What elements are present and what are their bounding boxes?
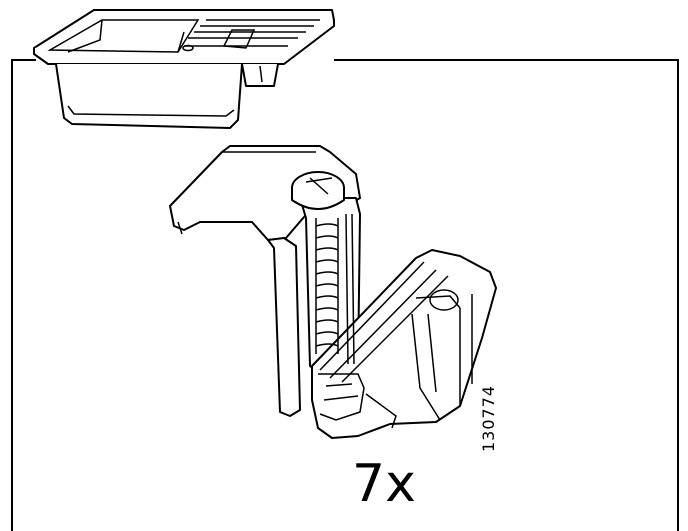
part-number-label: 130774 — [479, 384, 498, 452]
quantity-label: 7x — [352, 454, 416, 514]
mounting-clip-with-screw-icon — [169, 145, 497, 439]
kitchen-sink-icon — [33, 9, 335, 129]
